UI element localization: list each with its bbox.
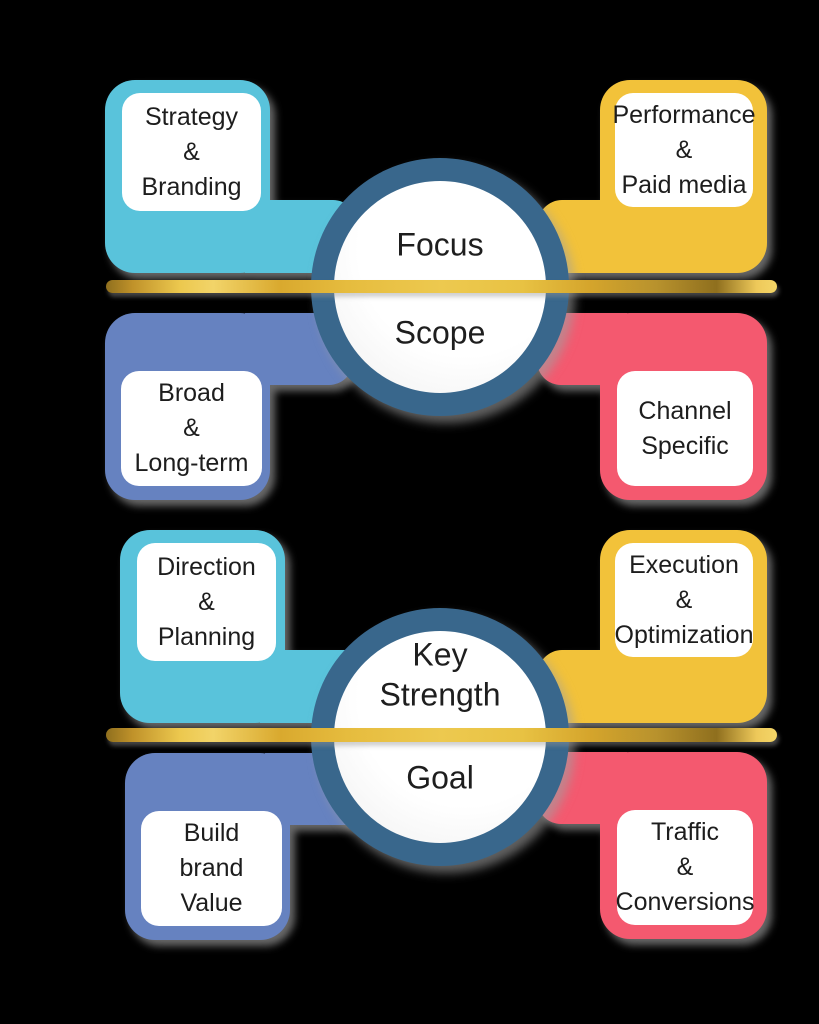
label-line: & <box>183 137 200 166</box>
quadrant-label-direction-planning: Direction & Planning <box>137 543 276 661</box>
label-line: Value <box>180 889 243 917</box>
label-line: & <box>183 414 200 442</box>
quadrant-label-performance-paid-media: Performance & Paid media <box>612 93 756 207</box>
label-line: & <box>675 135 693 164</box>
label-line: Conversions <box>615 888 755 916</box>
label-line: Direction <box>157 552 256 581</box>
shape-broad-long-term: Broad & Long-term <box>105 313 353 500</box>
circle-top-label-line2: Strength <box>379 676 501 713</box>
label-line: Build <box>183 819 240 847</box>
gold-divider-bar <box>106 280 777 293</box>
gold-divider-bar <box>106 728 777 742</box>
label-line: & <box>198 587 215 616</box>
label-line: & <box>676 853 694 881</box>
label-line: Traffic <box>650 818 720 846</box>
label-line: Planning <box>157 622 256 651</box>
circle-bottom-label: Scope <box>394 314 486 351</box>
shape-build-brand-value: Build brand Value <box>125 753 373 940</box>
quadrant-label-traffic-conversions: Traffic & Conversions <box>615 810 755 925</box>
shape-performance-paid-media: Performance & Paid media <box>538 80 767 273</box>
label-line: brand <box>179 854 244 882</box>
circle-top-label-line1: Key <box>412 636 468 673</box>
circle-top-label: Focus <box>396 226 484 263</box>
shape-execution-optimization: Execution & Optimization <box>538 530 767 723</box>
label-line: Performance <box>612 100 756 129</box>
quadrant-label-build-brand-value: Build brand Value <box>141 811 282 926</box>
label-line: Long-term <box>134 449 249 477</box>
label-line: Channel <box>638 396 732 425</box>
label-line: Execution <box>629 550 739 579</box>
label-line: Specific <box>641 431 729 460</box>
quadrant-label-strategy-branding: Strategy & Branding <box>122 93 261 211</box>
quadrant-label-broad-long-term: Broad & Long-term <box>121 371 262 486</box>
label-line: Branding <box>141 172 242 201</box>
label-line: & <box>675 585 693 614</box>
quadrant-label-execution-optimization: Execution & Optimization <box>615 543 753 657</box>
label-line: Optimization <box>614 620 754 649</box>
label-line: Paid media <box>621 170 747 199</box>
label-line: Strategy <box>144 102 239 131</box>
shape-channel-specific: Channel Specific <box>537 313 767 500</box>
quadrant-label-channel-specific: Channel Specific <box>617 371 753 486</box>
label-line: Broad <box>158 379 225 407</box>
shape-traffic-conversions: Traffic & Conversions <box>537 752 767 939</box>
circle-bottom-label: Goal <box>406 759 474 796</box>
